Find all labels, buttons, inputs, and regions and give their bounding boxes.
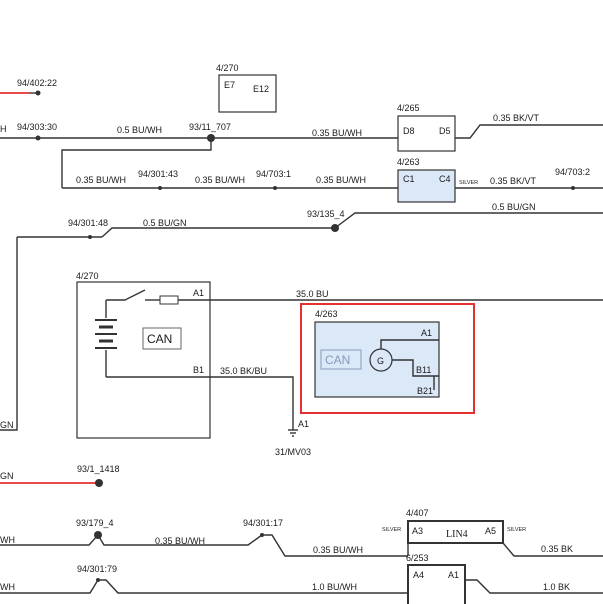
splice-label-135-4: 93/135_4 — [307, 209, 345, 219]
splice-label-179-4: 93/179_4 — [76, 518, 114, 528]
wire-label: 35.0 BK/BU — [220, 366, 267, 376]
splice-label-1-1418: 93/1_1418 — [77, 464, 120, 474]
wire-label: 0.5 BU/GN — [492, 202, 536, 212]
edge-label-gn-1: GN — [0, 420, 14, 430]
can-label: CAN — [325, 353, 350, 367]
pin-b11: B11 — [416, 365, 431, 375]
pin-a1: A1 — [193, 288, 204, 298]
highlight-frame — [300, 303, 475, 414]
wire-label: 0.35 BU/WH — [313, 545, 363, 555]
wire-label: 0.35 BK/VT — [490, 176, 537, 186]
component-ref: 4/263 — [315, 309, 338, 319]
wire-row-bottom: WH 94/301:79 1.0 BU/WH — [0, 564, 408, 594]
component-4-263-top: 4/263 C1 C4 — [397, 157, 456, 203]
lin-name: LIN4 — [446, 529, 468, 540]
splice-label-11-707: 93/11_707 — [189, 122, 231, 132]
battery-box — [76, 281, 211, 439]
component-ref: 6/253 — [406, 553, 429, 563]
ground-ref: 31/MV03 — [275, 447, 311, 457]
component-ref: 4/265 — [397, 103, 420, 113]
component-box — [407, 564, 466, 604]
splice-label-703-1: 94/703:1 — [256, 169, 291, 179]
silver-label-right: SILVER — [507, 527, 526, 533]
battery-component: 4/270 CAN A1 B1 — [76, 271, 211, 439]
wire-row-188: 0.35 BU/WH 94/301:43 0.35 BU/WH 94/703:1… — [62, 169, 398, 190]
edge-label-wh-2: WH — [0, 535, 15, 545]
pin-a1: A1 — [448, 570, 459, 580]
edge-label-h: H — [0, 124, 7, 134]
wire-label: 0.35 BK/VT — [493, 113, 540, 123]
wire-label: 0.35 BU/WH — [312, 128, 362, 138]
pin-b21: B21 — [417, 386, 433, 396]
splice-label-301-43: 94/301:43 — [138, 169, 178, 179]
component-box — [218, 74, 277, 113]
wire-label: 1.0 BK — [543, 582, 570, 592]
wire-label: 0.5 BU/GN — [143, 218, 187, 228]
splice-label-303-30: 94/303:30 — [17, 122, 57, 132]
component-6-253: 6/253 A4 A1 — [406, 553, 466, 604]
component-ref: 4/270 — [76, 271, 99, 281]
splice-label-301-79: 94/301:79 — [77, 564, 117, 574]
splice-label-703-2: 94/703:2 — [555, 167, 590, 177]
pin-a1: A1 — [421, 328, 432, 338]
wire-row-138: H 94/303:30 0.5 BU/WH 93/11_707 0.35 BU/… — [0, 122, 398, 188]
red-wire-top: 94/402:22 — [0, 78, 57, 96]
edge-label-wh-3: WH — [0, 582, 15, 592]
component-ref: 4/407 — [406, 508, 429, 518]
wire-row-lin: WH 93/179_4 0.35 BU/WH 94/301:17 0.35 BU… — [0, 518, 408, 557]
component-4-270-top: 4/270 E7 E12 — [216, 63, 277, 113]
splice-label-402-22: 94/402:22 — [17, 78, 57, 88]
component-4-265: 4/265 D8 D5 — [397, 103, 456, 152]
component-box — [397, 169, 456, 203]
pin-e12: E12 — [253, 84, 269, 94]
splice-label-301-48: 94/301:48 — [68, 218, 108, 228]
wire-label: 0.35 BU/WH — [76, 175, 126, 185]
component-box — [397, 115, 456, 152]
splice-node-1-1418 — [95, 479, 103, 487]
wire-label: 0.35 BK — [541, 544, 573, 554]
generator-label: G — [377, 356, 384, 366]
wire-label: 0.35 BU/WH — [316, 175, 366, 185]
edge-label-gn-2: GN — [0, 471, 14, 481]
wire-row-237: 94/301:48 0.5 BU/GN 93/135_4 0.5 BU/GN G… — [0, 202, 603, 431]
pin-a3: A3 — [412, 526, 423, 536]
ground-symbol: A1 31/MV03 — [275, 419, 311, 457]
red-wire-bottom: GN 93/1_1418 — [0, 464, 120, 487]
silver-label-left: SILVER — [382, 527, 401, 533]
wire-label: 0.5 BU/WH — [117, 125, 162, 135]
wire-label: 0.35 BU/WH — [155, 536, 205, 546]
pin-b1: B1 — [193, 365, 204, 375]
alternator-component: 4/263 CAN G A1 B11 B21 — [300, 303, 475, 414]
lin-component: 4/407 A3 LIN4 A5 SILVER SILVER — [382, 508, 526, 556]
wire-label: 0.35 BU/WH — [195, 175, 245, 185]
pin-a4: A4 — [413, 570, 424, 580]
pin-d8: D8 — [403, 126, 415, 136]
wire-label: 1.0 BU/WH — [312, 582, 357, 592]
alternator-box — [314, 321, 440, 398]
pin-c4: C4 — [439, 174, 451, 184]
can-label: CAN — [147, 332, 172, 346]
pin-e7: E7 — [224, 80, 235, 90]
silver-label: SILVER — [459, 180, 478, 186]
component-ref: 4/263 — [397, 157, 420, 167]
splice-node-179-4 — [94, 531, 102, 539]
splice-label-301-17: 94/301:17 — [243, 518, 283, 528]
pin-d5: D5 — [439, 126, 451, 136]
ground-pin: A1 — [298, 419, 309, 429]
component-ref: 4/270 — [216, 63, 239, 73]
pin-c1: C1 — [403, 174, 415, 184]
wire-label: 35.0 BU — [296, 289, 329, 299]
pin-a5: A5 — [485, 526, 496, 536]
splice-node-402-22 — [35, 90, 41, 96]
